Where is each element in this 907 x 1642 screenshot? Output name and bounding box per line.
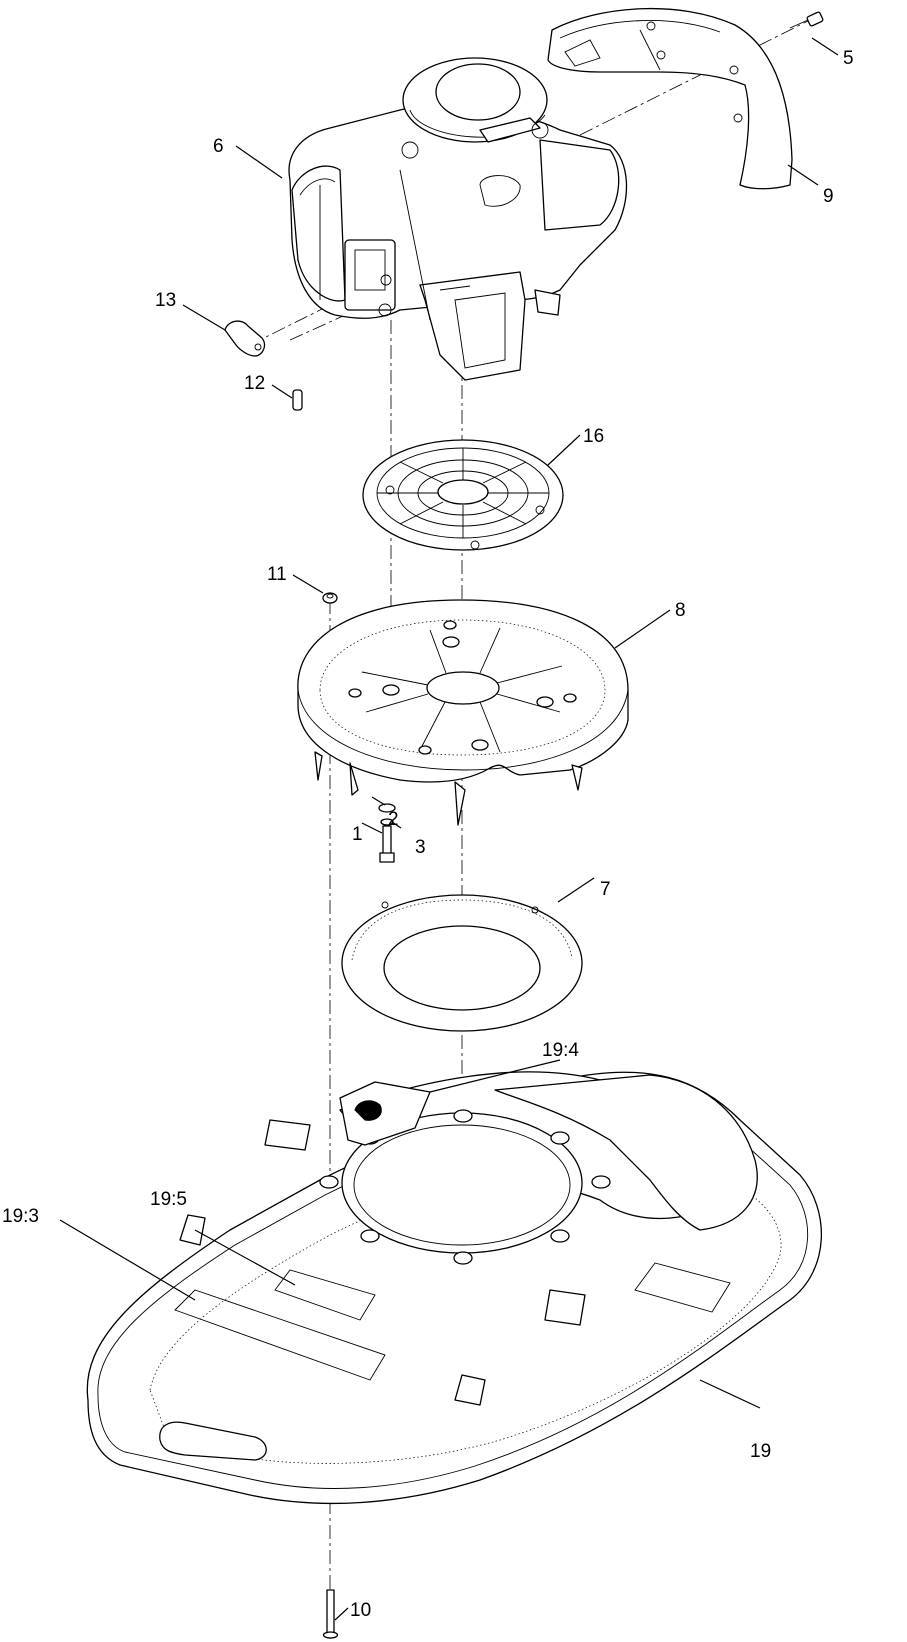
callout-labels: 5 6 9 13 12 16 11 8 2 1 3 7 19:4 19:5 19… [2, 48, 854, 1621]
part-19-deck [86, 1071, 823, 1505]
callout-3: 3 [415, 837, 426, 858]
callout-12: 12 [244, 373, 265, 394]
decal-19-5-area [274, 1269, 376, 1321]
part-19-4-decal [339, 1081, 431, 1146]
part-2-washer [378, 803, 396, 813]
callout-9: 9 [823, 186, 834, 207]
callout-19-3: 19:3 [2, 1206, 39, 1227]
callout-19-4: 19:4 [542, 1040, 579, 1061]
callout-13: 13 [155, 290, 176, 311]
callout-10: 10 [350, 1600, 371, 1621]
decal-right-area [634, 1262, 731, 1313]
part-13-clamp [224, 320, 266, 357]
part-7-spacer-ring [341, 894, 583, 1032]
callout-2: 2 [388, 809, 399, 830]
part-8-fan-plate [297, 599, 629, 826]
part-12-pin [292, 389, 303, 411]
part-6-engine [288, 57, 628, 381]
part-10-bolt [322, 1589, 339, 1639]
leader-lines [59, 37, 839, 1621]
callout-19: 19 [750, 1441, 771, 1462]
part-5-screw [789, 11, 824, 29]
callout-19-5: 19:5 [150, 1189, 187, 1210]
callout-1: 1 [352, 824, 363, 845]
callout-7: 7 [600, 879, 611, 900]
part-9-shroud [547, 7, 793, 190]
part-16-grille [362, 439, 564, 551]
part-11-nut [322, 592, 338, 604]
callout-8: 8 [675, 600, 686, 621]
callout-6: 6 [213, 136, 224, 157]
callout-5: 5 [843, 48, 854, 69]
part-1-bolt [379, 825, 395, 863]
callout-16: 16 [583, 426, 604, 447]
callout-11: 11 [267, 564, 287, 585]
